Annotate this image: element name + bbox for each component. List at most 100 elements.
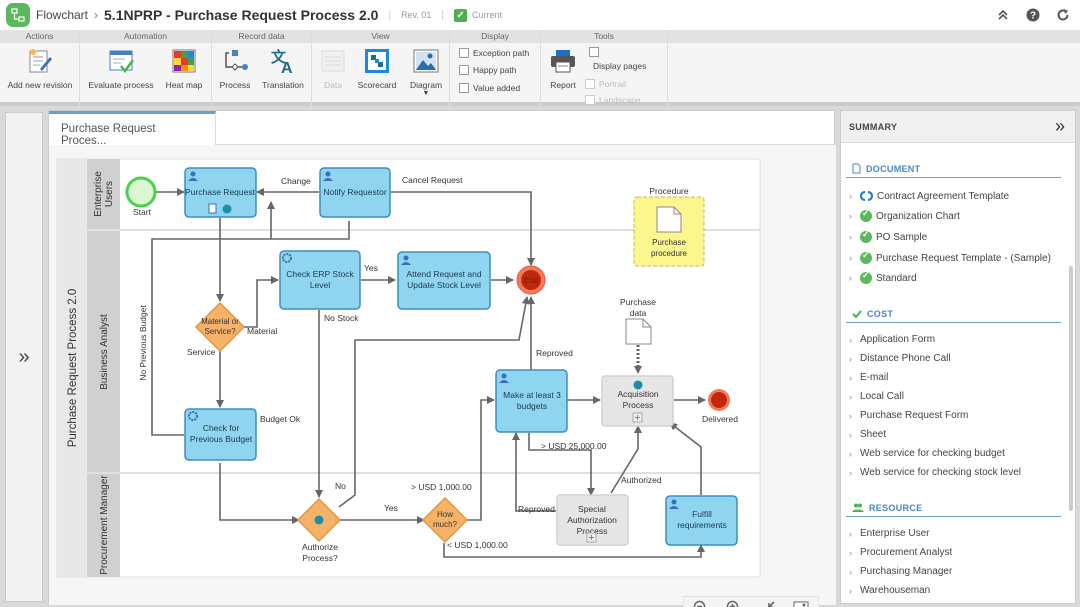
list-item[interactable]: › Sheet [849,429,886,440]
display-pages-checkbox[interactable] [589,47,599,57]
flow-label: Service [187,347,216,357]
item-label: E-mail [860,372,889,383]
flow-label: Budget Ok [260,414,301,424]
report-button[interactable]: Report [545,47,581,90]
diagram-dropdown-button[interactable]: Diagram ▼ [406,47,446,98]
status-text: Current [472,10,503,20]
list-item[interactable]: ›Standard [849,270,917,284]
list-item[interactable]: ›E-mail [849,372,888,383]
collapse-icon[interactable] [994,6,1012,24]
data-object-purchase-data[interactable] [625,318,652,345]
happy-path-checkbox[interactable]: Happy path [459,65,516,75]
exception-path-checkbox[interactable]: Exception path [459,48,529,58]
chevron-right-icon: › [849,448,852,459]
svg-text:?: ? [1030,11,1036,22]
item-label: Sheet [860,429,887,440]
gateway-material-or-service[interactable]: Material or Service? [194,301,246,353]
list-item[interactable]: ›Procurement Analyst [849,547,952,558]
landscape-option[interactable]: Landscape [585,95,641,104]
list-item[interactable]: ›Local Call [849,391,904,402]
item-label: Purchase Request Template - (Sample) [876,252,1051,264]
end-event-label: End [524,276,538,285]
list-item[interactable]: ›Organization Chart [849,208,960,222]
task-check-previous-budget[interactable]: Check for Previous Budget [184,408,257,461]
revision-label: Rev. 01 [401,10,432,20]
section-title: RESOURCE [869,502,923,513]
data-button[interactable]: Data [318,47,348,90]
list-item[interactable]: ›Distance Phone Call [849,353,951,364]
subprocess-acquisition[interactable]: Acquisition Process [601,375,674,427]
section-resource[interactable]: RESOURCE [846,499,1061,517]
approved-badge-icon [860,250,872,264]
approved-badge-icon [860,229,872,243]
value-added-checkbox[interactable]: Value added [459,83,520,93]
task-attend-request[interactable]: Attend Request and Update Stock Level [397,251,491,310]
gateway-authorize-process[interactable] [296,497,342,543]
subprocess-special-authorization[interactable]: Special Authorization Process [556,494,629,546]
heat-map-button[interactable]: Heat map [162,47,206,90]
list-item[interactable]: ›Purchase Request Form [849,410,968,421]
document-icon [208,203,217,214]
procedure-artifact[interactable]: Purchase procedure [633,196,705,267]
list-item[interactable]: ›Purchase Request Template - (Sample) [849,250,1051,264]
export-image-icon[interactable] [793,601,809,607]
gateway-how-much[interactable]: How much? [421,496,469,544]
sync-icon [860,190,873,202]
zoom-out-icon[interactable] [693,600,709,607]
task-fulfill-requirements[interactable]: Fulfill requirements [665,495,738,546]
list-item[interactable]: ›Web service for checking stock level [849,467,1021,478]
zoom-in-icon[interactable] [726,600,742,607]
collapse-panel-icon[interactable]: » [1054,116,1065,136]
list-item[interactable]: ›Warehouseman [849,585,930,596]
gateway-label: Process? [302,553,338,563]
list-item[interactable]: › Contract Agreement Template [849,190,1009,202]
list-item[interactable]: › Web service for checking budget [849,448,1005,459]
process-button[interactable]: Process [216,47,254,90]
help-icon[interactable]: ? [1024,6,1042,24]
task-notify-requestor[interactable]: Notify Requestor [319,167,391,218]
breadcrumb-flowchart[interactable]: Flowchart [36,8,89,22]
gateway-label: Service? [204,327,236,336]
scorecard-button[interactable]: Scorecard [354,47,400,90]
expand-subprocess-icon[interactable] [632,412,643,423]
flow-cancel-request [391,191,535,266]
portrait-option[interactable]: Portrait [585,79,626,89]
section-cost[interactable]: COST [846,305,1061,323]
button-label: Process [219,80,251,90]
summary-scrollbar[interactable] [1069,266,1073,511]
chevron-right-icon: › [849,429,852,440]
fit-to-screen-icon[interactable] [760,600,776,607]
item-label: Purchasing Manager [860,566,953,577]
task-check-erp-stock-level[interactable]: Check ERP Stock Level [279,250,361,310]
evaluate-process-button[interactable]: Evaluate process [86,47,156,90]
data-object-label: Purchase [620,297,656,307]
chevron-right-icon: › [849,391,852,402]
tab-purchase-request-process[interactable]: Purchase Request Proces... [49,111,216,147]
refresh-icon[interactable] [1054,6,1072,24]
task-purchase-request[interactable]: Purchase Request [184,167,257,218]
list-item[interactable]: ›Enterprise User [849,528,929,539]
diagram-canvas[interactable]: Purchase Request Process 2.0 Enterprise … [49,145,836,607]
section-document[interactable]: DOCUMENT [846,160,1061,178]
task-label: Level [310,280,330,290]
subprocess-label: Special [578,504,606,514]
expand-subprocess-icon[interactable] [586,532,597,543]
section-title: COST [867,308,894,319]
task-make-three-budgets[interactable]: Make at least 3 budgets [495,369,568,433]
start-event[interactable] [125,176,157,208]
option-label: Portrait [599,79,627,89]
user-task-icon [499,373,509,383]
left-panel-expand-button[interactable]: » [5,112,43,602]
item-label: Standard [876,272,917,284]
add-new-revision-button[interactable]: Add new revision [5,47,75,90]
list-item[interactable]: ›Purchasing Manager [849,566,952,577]
list-item[interactable]: ›PO Sample [849,229,928,243]
item-label: Web service for checking budget [860,448,1005,459]
procedure-label: procedure [651,249,688,258]
flow-fulfill-to-acquisition [669,422,702,495]
list-item[interactable]: ›Application Form [849,334,935,345]
ribbon-group-tools: Tools Report Display pages Portrait Land… [541,30,668,106]
item-label: PO Sample [876,231,928,243]
